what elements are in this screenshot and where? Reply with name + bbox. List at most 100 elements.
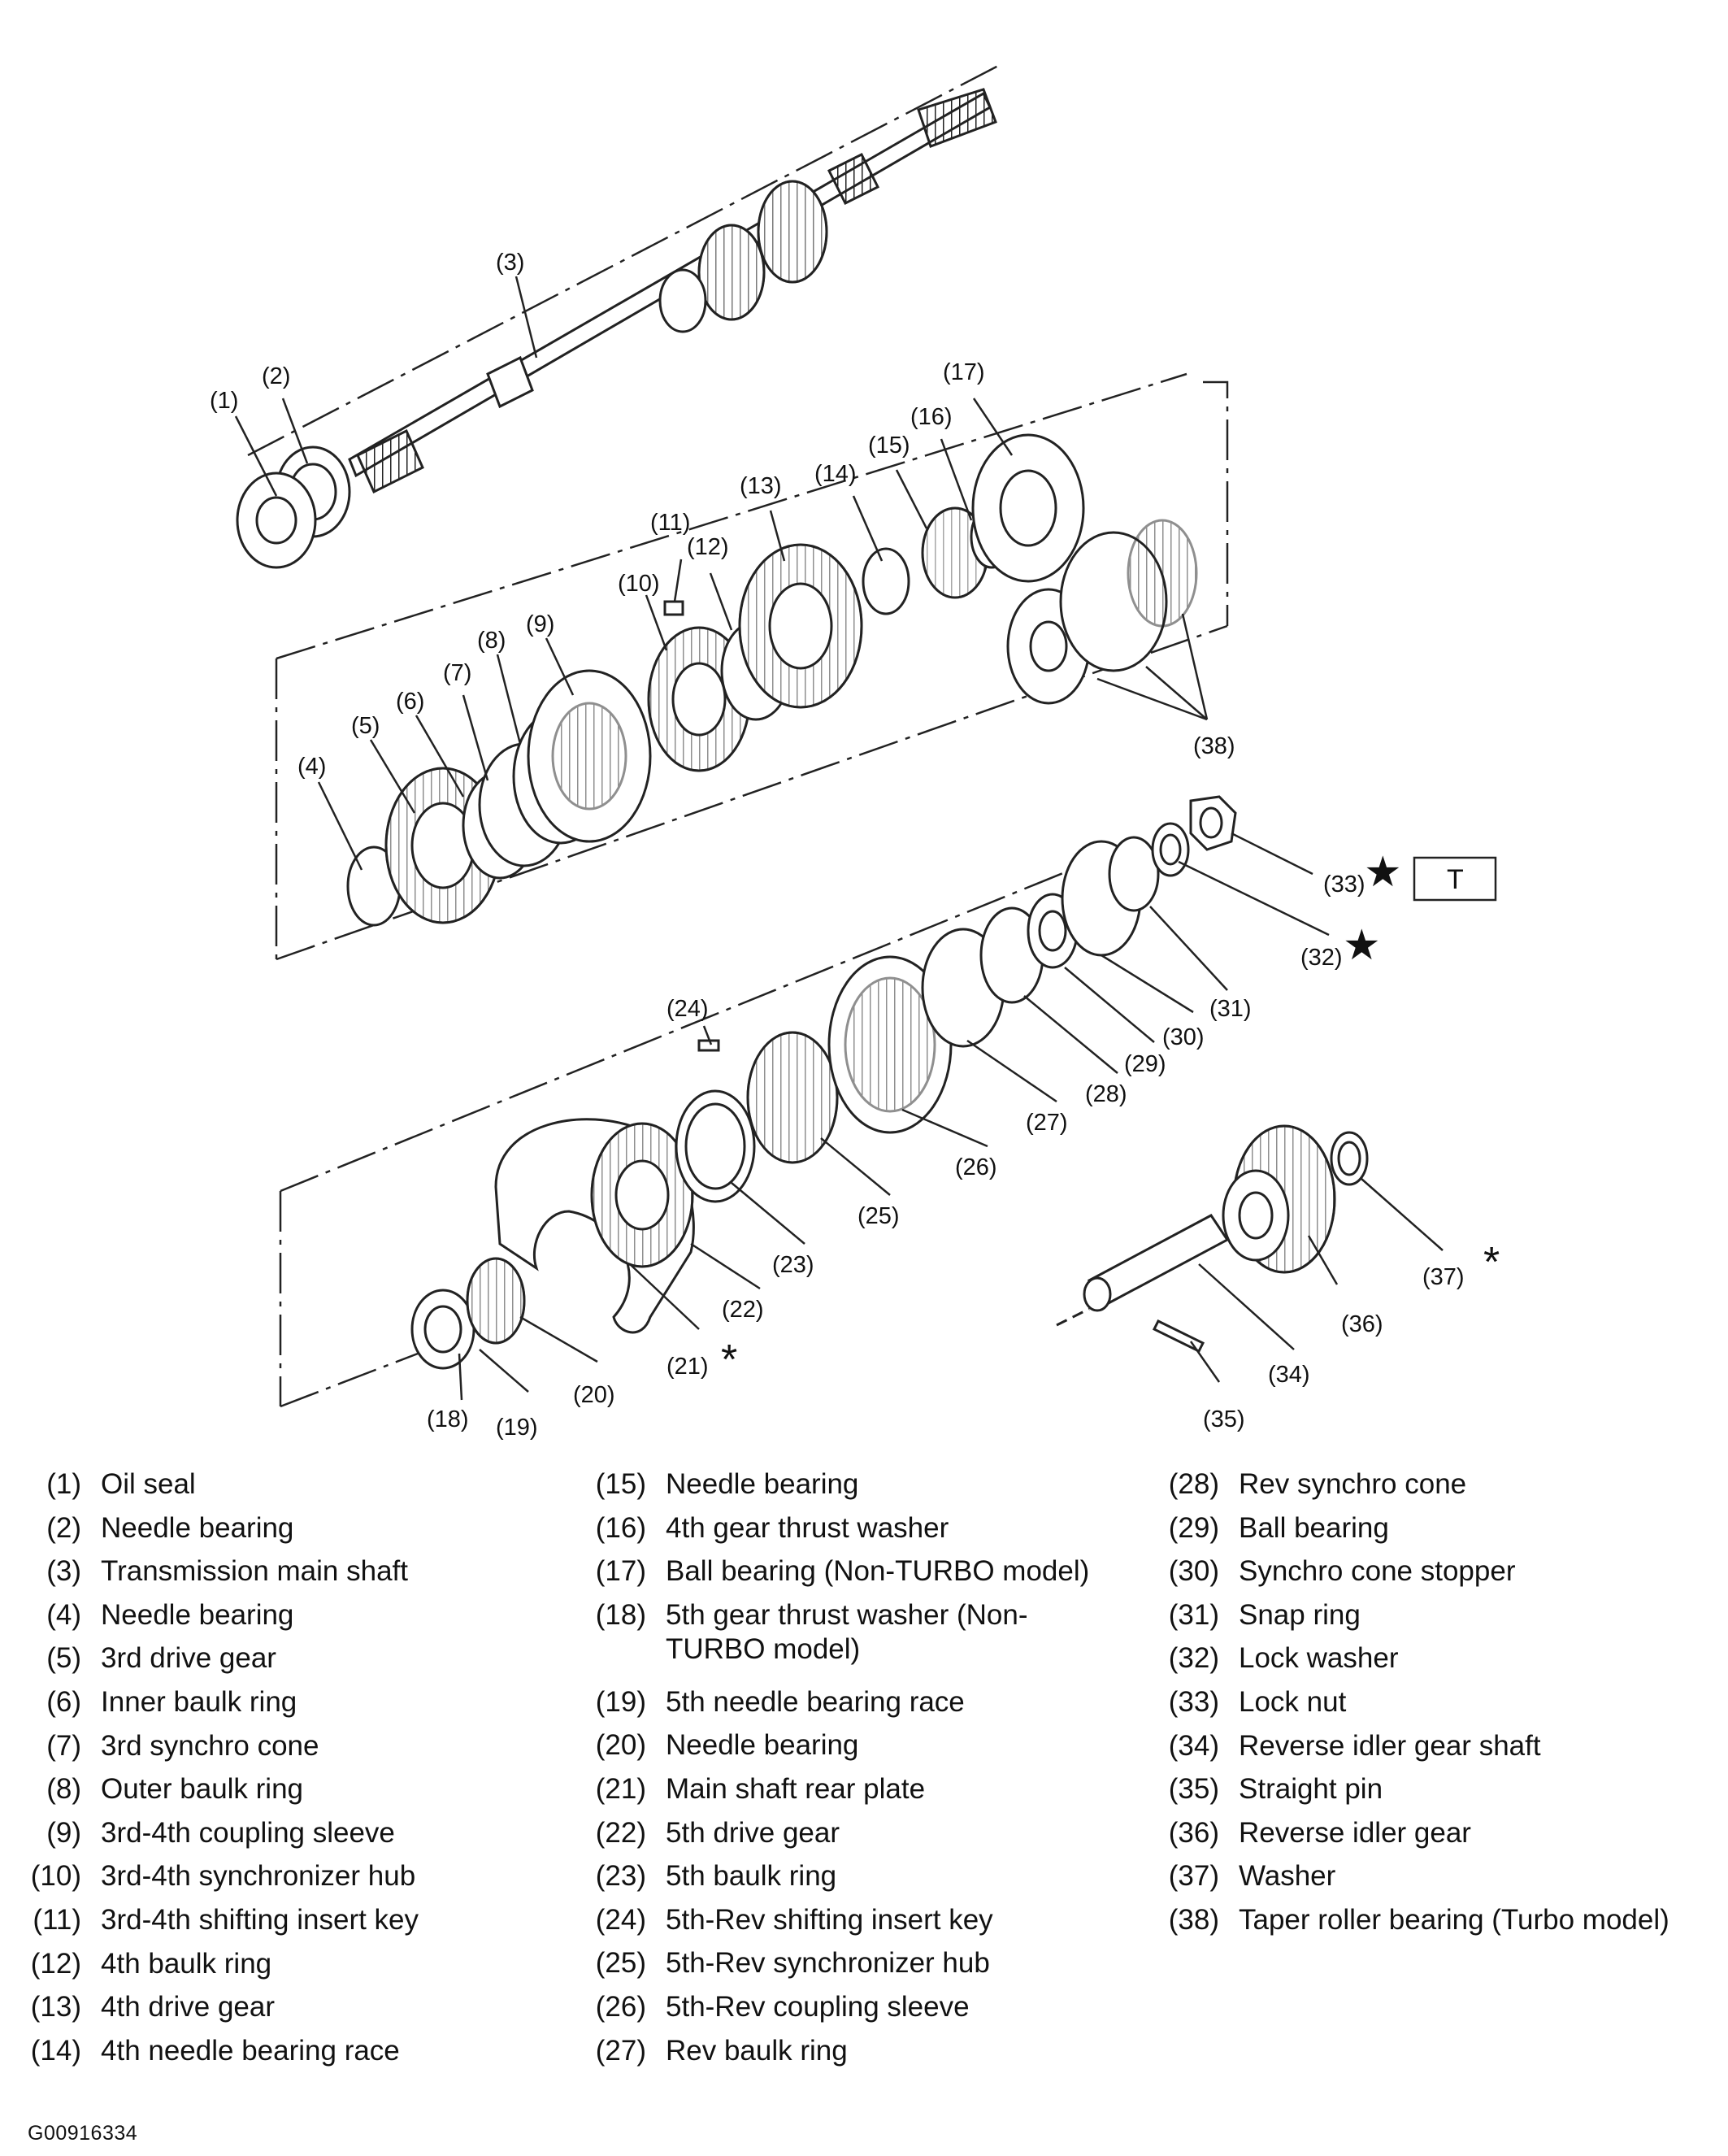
legend-label: 4th needle bearing race <box>101 2034 400 2067</box>
callout-24: (24) <box>666 996 709 1022</box>
callout-14: (14) <box>814 461 857 487</box>
legend-number: (32) <box>1168 1642 1219 1675</box>
legend-number: (38) <box>1168 1903 1219 1936</box>
legend-label: Needle bearing <box>101 1511 294 1544</box>
legend-number: (21) <box>595 1772 646 1805</box>
callout-12: (12) <box>687 534 729 560</box>
legend-label: 5th-Rev synchronizer hub <box>666 1947 990 1980</box>
callout-23: (23) <box>772 1252 814 1278</box>
legend-number: (29) <box>1168 1511 1219 1544</box>
callout-17: (17) <box>943 359 985 385</box>
reverse-idler-parts <box>1056 1124 1369 1354</box>
callout-8: (8) <box>477 628 506 654</box>
callout-29: (29) <box>1124 1051 1166 1077</box>
callout-35: (35) <box>1203 1406 1245 1432</box>
callout-11: (11) <box>650 510 690 536</box>
legend-number: (9) <box>46 1816 81 1849</box>
legend-number: (23) <box>595 1860 646 1893</box>
torque-box-label: T <box>1447 864 1464 895</box>
legend-label: Synchro cone stopper <box>1239 1555 1516 1588</box>
torque-box <box>1413 856 1497 902</box>
legend-label: Lock nut <box>1239 1685 1347 1718</box>
callout-9: (9) <box>526 611 554 637</box>
legend-label: Oil seal <box>101 1468 196 1500</box>
legend-label: 4th gear thrust washer <box>666 1511 949 1544</box>
legend-number: (5) <box>46 1642 81 1675</box>
legend-number: (37) <box>1168 1860 1219 1893</box>
legend-label: 5th needle bearing race <box>666 1685 965 1718</box>
star-symbol: ★ <box>1343 922 1381 969</box>
legend-label: Transmission main shaft <box>101 1555 408 1588</box>
callout-1: (1) <box>210 388 238 414</box>
asterisk-symbol: * <box>1483 1239 1500 1286</box>
legend-label: 3rd drive gear <box>101 1642 276 1675</box>
legend-number: (16) <box>595 1511 646 1544</box>
callout-18: (18) <box>427 1406 469 1432</box>
legend-label: Ball bearing <box>1239 1511 1389 1544</box>
legend-label: 3rd synchro cone <box>101 1729 319 1762</box>
legend-label: Reverse idler gear <box>1239 1816 1471 1849</box>
legend-number: (18) <box>595 1598 646 1631</box>
legend-label: Taper roller bearing (Turbo model) <box>1239 1903 1669 1936</box>
legend-number: (12) <box>30 1947 81 1980</box>
callout-6: (6) <box>396 689 424 715</box>
star-symbol: ★ <box>1364 849 1402 896</box>
middle-group-parts <box>346 433 1198 927</box>
legend-label: Needle bearing <box>666 1468 859 1500</box>
callout-31: (31) <box>1209 996 1252 1022</box>
callout-34: (34) <box>1268 1362 1310 1388</box>
legend-number: (31) <box>1168 1598 1219 1631</box>
legend-label: Main shaft rear plate <box>666 1772 926 1805</box>
legend-label: 5th-Rev coupling sleeve <box>666 1990 970 2023</box>
legend-number: (22) <box>595 1816 646 1849</box>
legend-label: 3rd-4th synchronizer hub <box>101 1860 416 1893</box>
callout-15: (15) <box>868 433 910 459</box>
callout-19: (19) <box>496 1415 538 1441</box>
callout-22: (22) <box>722 1297 764 1323</box>
callout-26: (26) <box>955 1154 997 1180</box>
legend-number: (19) <box>595 1685 646 1718</box>
legend-number: (35) <box>1168 1773 1219 1806</box>
legend-number: (10) <box>30 1860 81 1893</box>
legend-label: Reverse idler gear shaft <box>1239 1729 1541 1762</box>
legend-label: Snap ring <box>1239 1598 1361 1631</box>
legend-number: (2) <box>46 1511 81 1544</box>
legend-number: (7) <box>46 1729 81 1762</box>
legend-number: (25) <box>595 1947 646 1980</box>
symbols: ★ ★ * * T <box>721 849 1500 1384</box>
callout-21: (21) <box>666 1354 709 1380</box>
legend-label: 5th-Rev shifting insert key <box>666 1903 993 1936</box>
legend-label: Rev baulk ring <box>666 2034 848 2067</box>
callout-13: (13) <box>740 473 782 499</box>
legend-number: (24) <box>595 1903 646 1936</box>
legend-label: Ball bearing (Non-TURBO model) <box>666 1555 1090 1588</box>
legend-label: 4th baulk ring <box>101 1947 272 1980</box>
callout-10: (10) <box>618 571 660 597</box>
legend-number: (15) <box>595 1468 646 1500</box>
legend-label: 3rd-4th coupling sleeve <box>101 1816 395 1849</box>
asterisk-symbol: * <box>721 1337 737 1384</box>
callout-25: (25) <box>857 1203 900 1229</box>
legend-number: (33) <box>1168 1685 1219 1718</box>
callout-20: (20) <box>573 1382 615 1408</box>
legend-number: (8) <box>46 1773 81 1806</box>
lower-group-parts <box>410 795 1237 1370</box>
legend-label: 4th drive gear <box>101 1991 276 2023</box>
legend-label: 5th gear thrust washer (Non-TURBO model) <box>666 1598 1028 1665</box>
legend-label: 5th baulk ring <box>666 1860 837 1893</box>
callout-4: (4) <box>297 754 326 780</box>
legend-number: (1) <box>46 1468 81 1500</box>
legend-number: (26) <box>595 1990 646 2023</box>
callout-2: (2) <box>262 363 290 389</box>
callout-labels: (1) (2) (3) (4) (5) (6) (7) (8) (9) (10)… <box>210 250 1465 1441</box>
callout-16: (16) <box>910 404 953 430</box>
legend-number: (28) <box>1168 1468 1219 1500</box>
legend-label: 5th drive gear <box>666 1816 840 1849</box>
callout-38: (38) <box>1193 733 1235 759</box>
legend-label: Inner baulk ring <box>101 1685 297 1718</box>
callout-27: (27) <box>1026 1110 1068 1136</box>
exploded-view-diagram: (1) (2) (3) (4) (5) (6) (7) (8) (9) (10)… <box>210 63 1500 1441</box>
legend-label: 3rd-4th shifting insert key <box>101 1903 419 1936</box>
legend-label: Lock washer <box>1239 1642 1399 1675</box>
legend-number: (34) <box>1168 1729 1219 1762</box>
